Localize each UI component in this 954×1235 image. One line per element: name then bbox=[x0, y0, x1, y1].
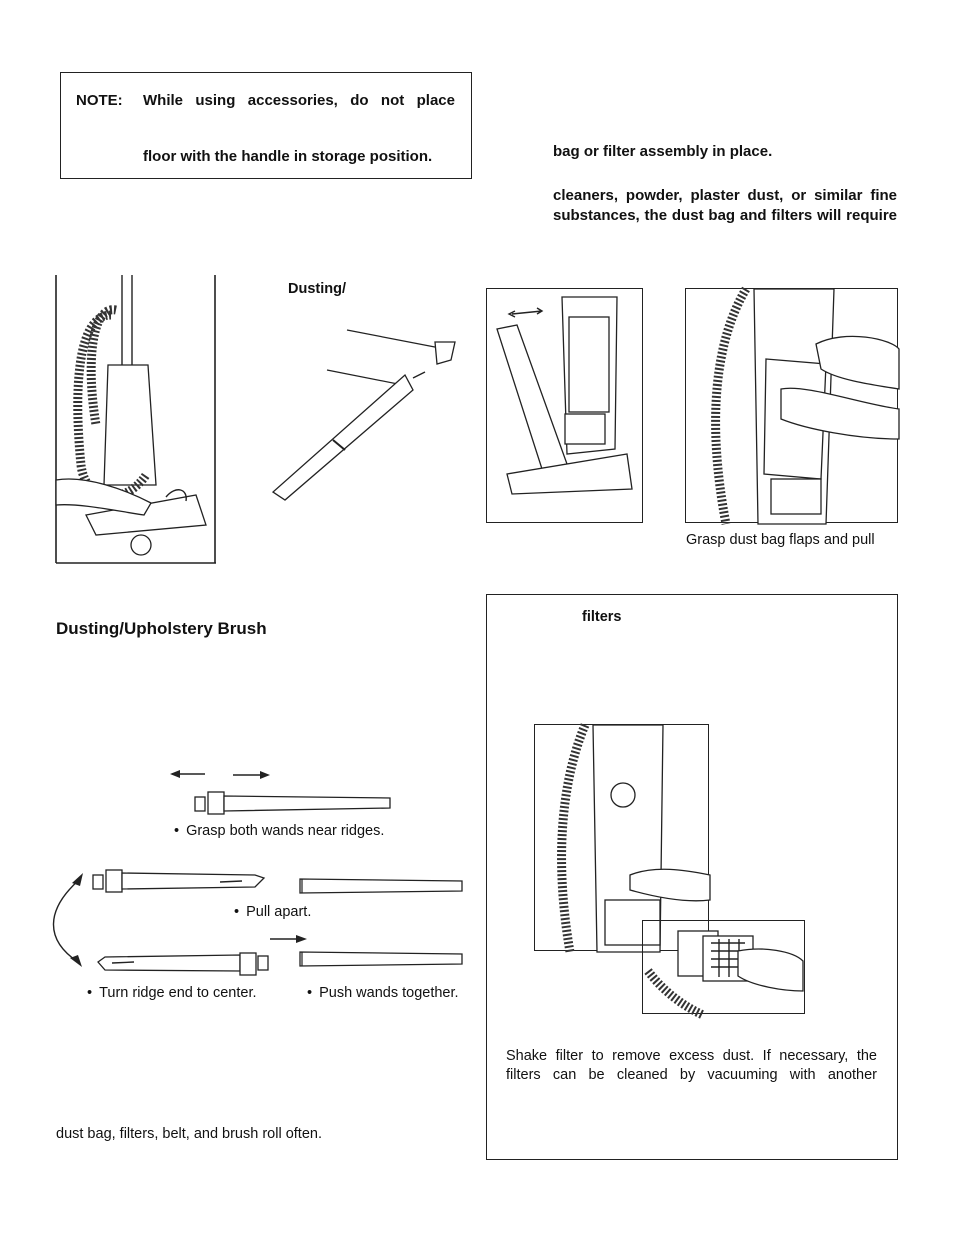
grasp-dust-bag-illustration bbox=[711, 286, 900, 525]
note-line-1: While using accessories, do not place bbox=[143, 92, 455, 109]
vacuum-hose-illustration bbox=[55, 275, 216, 564]
maintenance-text: dust bag, filters, belt, and brush roll … bbox=[56, 1126, 322, 1142]
vacuum-hose-figure bbox=[55, 275, 216, 564]
filter-removal-illustration bbox=[557, 723, 711, 953]
step-turn-ridge: Turn ridge end to center. bbox=[87, 985, 256, 1001]
dusting-upholstery-heading: Dusting/Upholstery Brush bbox=[56, 619, 267, 638]
shake-filter-text-1: Shake filter to remove excess dust. If n… bbox=[506, 1048, 877, 1064]
note-box: NOTE: While using accessories, do not pl… bbox=[60, 72, 472, 179]
open-bag-door-illustration bbox=[496, 296, 633, 495]
filter-removal-figure bbox=[534, 723, 711, 953]
filters-box: filters Shake filter to remove excess du… bbox=[486, 594, 898, 1160]
dusting-label: Dusting/ bbox=[288, 281, 346, 297]
step-grasp-wands: Grasp both wands near ridges. bbox=[174, 823, 384, 839]
fine-substances-text-1: cleaners, powder, plaster dust, or simil… bbox=[553, 187, 897, 204]
bag-filter-text: bag or filter assembly in place. bbox=[553, 143, 773, 160]
filter-inset-illustration bbox=[644, 930, 804, 1020]
filters-heading: filters bbox=[582, 609, 622, 625]
wand-diagram bbox=[52, 770, 463, 976]
step-pull-apart: Pull apart. bbox=[234, 904, 311, 920]
filter-inset-figure bbox=[642, 920, 805, 1020]
note-label: NOTE: bbox=[76, 92, 123, 109]
shake-filter-text-2: filters can be cleaned by vacuuming with… bbox=[506, 1067, 877, 1083]
grasp-caption: Grasp dust bag flaps and pull bbox=[686, 532, 875, 548]
grasp-dust-bag-figure bbox=[685, 286, 900, 525]
open-bag-door-figure bbox=[486, 288, 643, 523]
fine-substances-text-2: substances, the dust bag and filters wil… bbox=[553, 207, 897, 224]
dusting-wand-illustration bbox=[271, 329, 456, 501]
note-line-2: floor with the handle in storage positio… bbox=[143, 148, 433, 165]
step-push-together: Push wands together. bbox=[307, 985, 458, 1001]
